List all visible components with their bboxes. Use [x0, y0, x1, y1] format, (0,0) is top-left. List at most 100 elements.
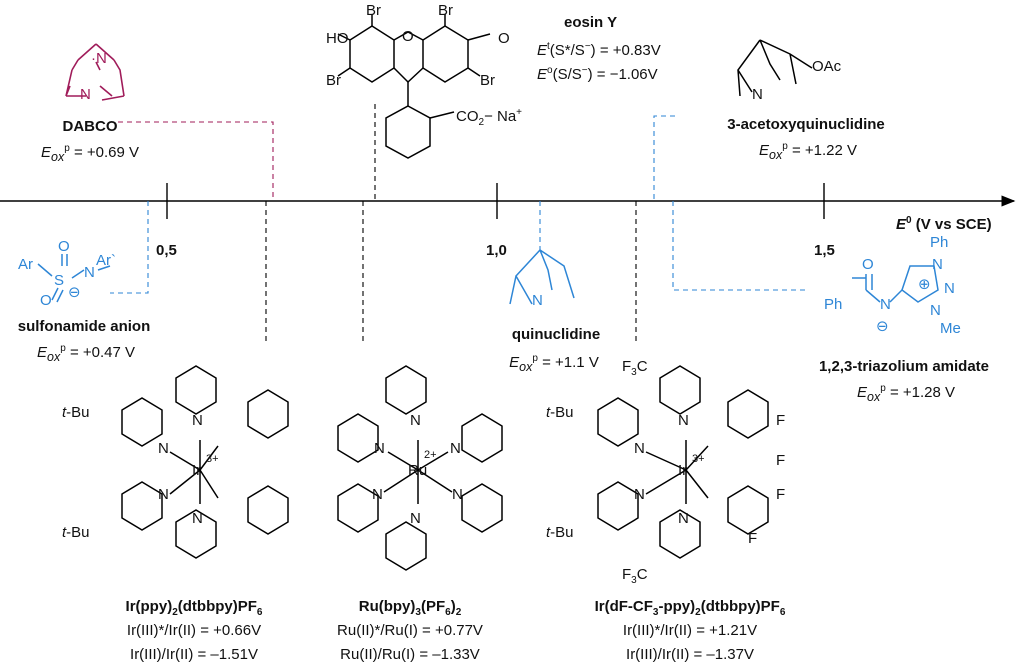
eosin-leader-line [362, 104, 376, 345]
triazolium-potential: Eoxp = +1.28 V [856, 383, 956, 404]
ir-ppy-ground-potential: Ir(III)/Ir(II) = –1.51V [130, 646, 258, 663]
ir-ppy-name: Ir(ppy)2(dtbbpy)PF6 [125, 598, 263, 618]
ir-ppy-tbu-top: t-Bu [62, 404, 90, 421]
sulfonamide-potential: Eoxp = +0.47 V [36, 343, 136, 364]
eosin-atom-br3: Br [326, 72, 341, 89]
ir-df-cf3-top: F3C [622, 358, 648, 378]
ru-bpy-structure [337, 365, 503, 571]
triazolium-name: 1,2,3-triazolium amidate [818, 358, 990, 375]
ir-ppy-atom-n2: N [158, 486, 169, 503]
eosin-atom-br4: Br [480, 72, 495, 89]
tick-label-0-5: 0,5 [156, 242, 177, 259]
ru-bpy-atom-n4: N [372, 486, 383, 503]
triazolium-structure [852, 265, 939, 303]
sulfonamide-atom-o1: O [58, 238, 70, 255]
ru-bpy-atom-n5: N [452, 486, 463, 503]
ir-df-tbu-top: t-Bu [546, 404, 574, 421]
triazolium-atom-n4: N [880, 296, 891, 313]
triazolium-charge-minus: ⊖ [876, 318, 889, 335]
quinuclidine-structure [509, 249, 575, 305]
sulfonamide-atom-s: S [54, 272, 65, 289]
ir-df-atom-f3: F [776, 486, 786, 503]
eosin-atom-br1: Br [366, 2, 381, 19]
ru-bpy-atom-n2: N [374, 440, 385, 457]
sulfonamide-charge: ⊖ [68, 284, 81, 301]
ir-ppy-atom-n3: N [192, 412, 203, 429]
acetoxy-leader-line [653, 115, 675, 201]
ir-df-structure [597, 365, 769, 559]
triazolium-charge-plus: ⊕ [918, 276, 931, 293]
eosin-excited-potential: Et(S*/S−) = +0.83V [537, 41, 661, 59]
triazolium-leader-line [672, 201, 808, 291]
dabco-leader-line [118, 121, 274, 201]
eosin-carboxylate: CO2− Na+ [456, 107, 523, 128]
ru-bpy-charge: 2+ [424, 449, 437, 461]
ir-ppy-tbu-bottom: t-Bu [62, 524, 90, 541]
ir-df-atom-ir: Ir [678, 462, 688, 479]
sulfonamide-leader-line [110, 201, 149, 294]
axis-title: E0 (V vs SCE) [896, 215, 992, 233]
sulfonamide-atom-o2: O [40, 292, 52, 309]
ir-df-cf3-bottom: F3C [622, 566, 648, 586]
dabco-atom-n1: ·N [91, 50, 107, 67]
eosin-ground-potential: Eo(S/S−) = −1.06V [537, 65, 658, 83]
tick-label-1-0: 1,0 [486, 242, 507, 259]
ru-bpy-atom-ru: Ru [408, 462, 428, 479]
triazolium-atom-ph1: Ph [930, 234, 949, 251]
ir-df-name: Ir(dF-CF3-ppy)2(dtbbpy)PF6 [594, 598, 786, 618]
dabco-potential: Eoxp = +0.69 V [40, 143, 140, 164]
dabco-name: DABCO [62, 118, 118, 135]
ir-ppy-atom-n4: N [192, 510, 203, 527]
ir-df-atom-n2: N [634, 486, 645, 503]
ru-bpy-atom-n3: N [450, 440, 461, 457]
eosin-structure [337, 14, 491, 159]
triazolium-atom-me: Me [940, 320, 961, 337]
sulfonamide-atom-ar2: Ar` [96, 252, 116, 269]
sulfonamide-structure [37, 254, 111, 303]
acetoxy-potential: Eoxp = +1.22 V [758, 141, 858, 162]
quinuclidine-atom-n: N [532, 292, 543, 309]
dabco-structure [65, 43, 125, 101]
eosin-name: eosin Y [564, 14, 618, 31]
ru-bpy-atom-n6: N [410, 510, 421, 527]
ir-df-atom-f4: F [748, 530, 758, 547]
eosin-atom-o: O [402, 28, 414, 45]
eosin-atom-o-keto: O [498, 30, 510, 47]
triazolium-atom-o: O [862, 256, 874, 273]
ir-df-tbu-bottom: t-Bu [546, 524, 574, 541]
ir-df-atom-n3: N [678, 412, 689, 429]
acetoxy-name: 3-acetoxyquinuclidine [727, 116, 885, 133]
eosin-atom-br2: Br [438, 2, 453, 19]
ir-df-atom-n4: N [678, 510, 689, 527]
ir-ppy-excited-potential: Ir(III)*/Ir(II) = +0.66V [126, 622, 262, 639]
ru-bpy-atom-n1: N [410, 412, 421, 429]
acetoxy-structure [737, 39, 813, 97]
sulfonamide-atom-ar1: Ar [18, 256, 33, 273]
ir-df-atom-n1: N [634, 440, 645, 457]
ir-df-charge: 3+ [692, 453, 705, 465]
ir-df-ground-potential: Ir(III)/Ir(II) = –1.37V [626, 646, 754, 663]
acetoxy-atom-n: N [752, 86, 763, 103]
ir-df-atom-f2: F [776, 452, 786, 469]
triazolium-atom-ph2: Ph [824, 296, 843, 313]
quinuclidine-name: quinuclidine [511, 326, 601, 343]
ru-bpy-ground-potential: Ru(II)/Ru(I) = –1.33V [340, 646, 480, 663]
acetoxy-atom-oac: OAc [812, 58, 842, 75]
ru-bpy-name: Ru(bpy)3(PF6)2 [358, 598, 462, 618]
triazolium-atom-n1: N [932, 256, 943, 273]
ir-df-excited-potential: Ir(III)*/Ir(II) = +1.21V [622, 622, 758, 639]
tick-label-1-5: 1,5 [814, 242, 835, 259]
ir-ppy-atom-n1: N [158, 440, 169, 457]
ir-ppy-structure [121, 365, 289, 559]
eosin-atom-ho: HO [326, 30, 349, 47]
quinuclidine-potential: Eoxp = +1.1 V [509, 353, 599, 374]
ru-bpy-excited-potential: Ru(II)*/Ru(I) = +0.77V [337, 622, 483, 639]
sulfonamide-atom-n: N [84, 264, 95, 281]
triazolium-atom-n3: N [930, 302, 941, 319]
ir-ppy-charge: 3+ [206, 453, 219, 465]
sulfonamide-name: sulfonamide anion [17, 318, 151, 335]
dabco-atom-n2: N [80, 86, 91, 103]
ir-df-atom-f1: F [776, 412, 786, 429]
